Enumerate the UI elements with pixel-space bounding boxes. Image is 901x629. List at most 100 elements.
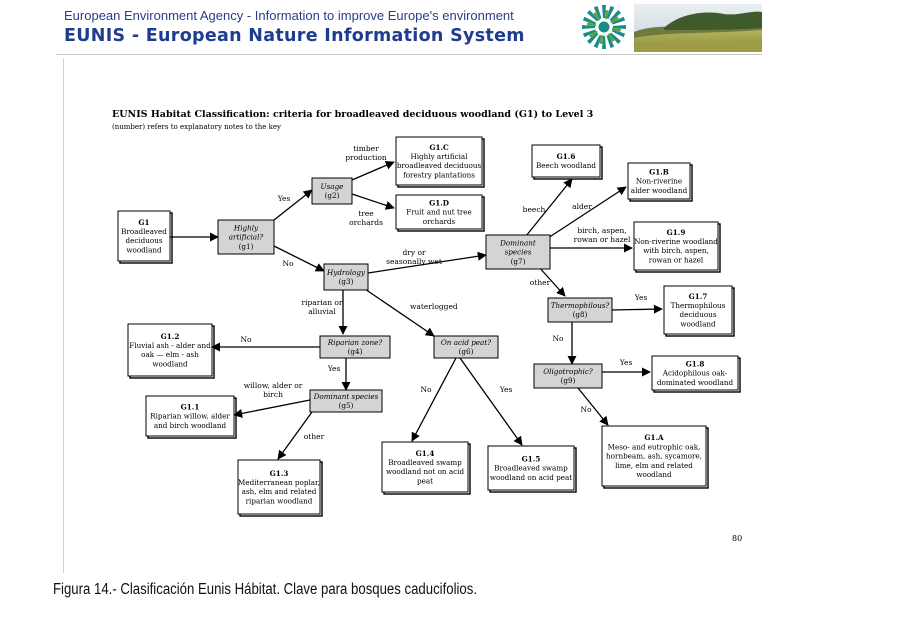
- question-text: Usage: [321, 182, 344, 191]
- habitat-code: G1.A: [644, 433, 664, 442]
- node-box: [311, 177, 353, 205]
- page-number: 80: [732, 534, 742, 543]
- node-box: [651, 355, 739, 391]
- decision-node-q-g3: Hydrology(g3): [323, 263, 369, 291]
- decision-node-q-g9: Oligotrophic?(g9): [533, 363, 603, 389]
- edge-label-g8-yes: Yes: [634, 293, 648, 302]
- node-text: Meso- and eutrophic oak,: [608, 442, 701, 451]
- node-text: with birch, aspen,: [643, 246, 709, 255]
- habitat-code: G1.2: [161, 332, 180, 341]
- node-text: Acidophilous oak-: [662, 369, 728, 378]
- edge-label-g3-waterlogged: waterlogged: [410, 302, 458, 311]
- node-text: ash, elm and related: [242, 487, 317, 496]
- node-box: [487, 445, 575, 491]
- node-text: Highly artificial: [410, 152, 468, 161]
- edge-label-g4-yes: Yes: [327, 364, 341, 373]
- question-text: artificial?: [229, 233, 264, 242]
- node-text: forestry plantations: [403, 170, 475, 179]
- node-text: (g1): [239, 242, 254, 251]
- question-text: Oligotrophic?: [543, 367, 593, 376]
- edge-label-g1-no: No: [282, 259, 294, 268]
- node-box: [145, 395, 235, 437]
- question-text: Dominant species: [313, 392, 379, 401]
- node-box: [237, 459, 321, 515]
- node-box: [217, 219, 275, 255]
- eunis-title: EUNIS - European Nature Information Syst…: [64, 26, 525, 46]
- node-text: broadleaved deciduous: [397, 161, 482, 170]
- edge-label-g6-no: No: [420, 385, 432, 394]
- node-box: [381, 441, 469, 493]
- habitat-code: G1.1: [181, 402, 200, 411]
- edge-label-g1-yes: Yes: [277, 194, 291, 203]
- node-text: and birch woodland: [154, 421, 227, 430]
- figure-title: EUNIS Habitat Classification: criteria f…: [112, 109, 593, 120]
- node-text: Fruit and nut tree: [406, 208, 472, 217]
- node-text: orchards: [423, 217, 456, 226]
- figure-caption: Figura 14.- Clasificación Eunis Hábitat.…: [53, 581, 478, 598]
- node-box: [127, 323, 213, 377]
- edge-label-g7-beech: beech: [523, 205, 546, 214]
- edge-label-g4-no: No: [240, 335, 252, 344]
- node-text: (g2): [325, 191, 340, 200]
- node-text: Beech woodland: [536, 161, 596, 170]
- node-text: deciduous: [125, 236, 162, 245]
- node-text: (g6): [459, 347, 474, 356]
- node-text: hornbeam, ash, sycamore,: [606, 452, 702, 461]
- node-text: (g5): [339, 401, 354, 410]
- connectors: [170, 161, 663, 460]
- node-text: woodland: [636, 470, 672, 479]
- node-text: woodland: [680, 319, 716, 328]
- agency-tagline: European Environment Agency - Informatio…: [64, 8, 514, 23]
- node-text: (g7): [511, 257, 526, 266]
- node-text: woodland not on acid: [386, 467, 464, 476]
- node-box: [395, 194, 483, 230]
- habitat-code: G1.C: [429, 143, 449, 152]
- node-text: oak — elm - ash: [141, 350, 199, 359]
- node-box: [309, 389, 383, 413]
- habitat-code: G1.8: [686, 359, 705, 368]
- node-text: Broadleaved swamp: [494, 464, 568, 473]
- habitat-code: G1.3: [270, 469, 289, 478]
- node-text: dominated woodland: [657, 378, 734, 387]
- habitat-code: G1.D: [429, 198, 449, 207]
- node-text: (g4): [348, 347, 363, 356]
- edge-label-g2-timber: timber: [353, 144, 379, 153]
- question-text: Dominant: [499, 238, 536, 247]
- node-text: woodland: [126, 245, 162, 254]
- edge-label-g3-riparian: riparian or: [301, 298, 342, 307]
- node-text: Riparian willow, alder: [150, 412, 230, 421]
- node-text: (g8): [573, 310, 588, 319]
- edge-label-g7-birch: rowan or hazel: [574, 235, 631, 244]
- node-text: lime, elm and related: [615, 461, 693, 470]
- node-text: peat: [417, 476, 433, 485]
- edge-label-g5-willow: willow, alder or: [244, 381, 303, 390]
- node-box: [323, 263, 369, 291]
- node-box: [533, 363, 603, 389]
- landscape-image: [634, 4, 762, 52]
- habitat-code: G1: [138, 218, 149, 227]
- habitat-code: G1.5: [522, 454, 541, 463]
- habitat-code: G1.B: [649, 167, 669, 176]
- node-text: deciduous: [679, 310, 716, 319]
- decision-node-q-g5: Dominant species(g5): [309, 389, 383, 413]
- node-text: alder woodland: [631, 186, 688, 195]
- edge-label-g5-willow: birch: [263, 390, 283, 399]
- habitat-code: G1.7: [689, 292, 708, 301]
- decision-node-q-g6: On acid peat?(g6): [433, 335, 499, 359]
- node-text: Non-riverine woodland: [634, 237, 718, 246]
- edge-label-g7-alder: alder: [572, 202, 592, 211]
- node-box: [485, 234, 551, 270]
- question-text: On acid peat?: [441, 338, 491, 347]
